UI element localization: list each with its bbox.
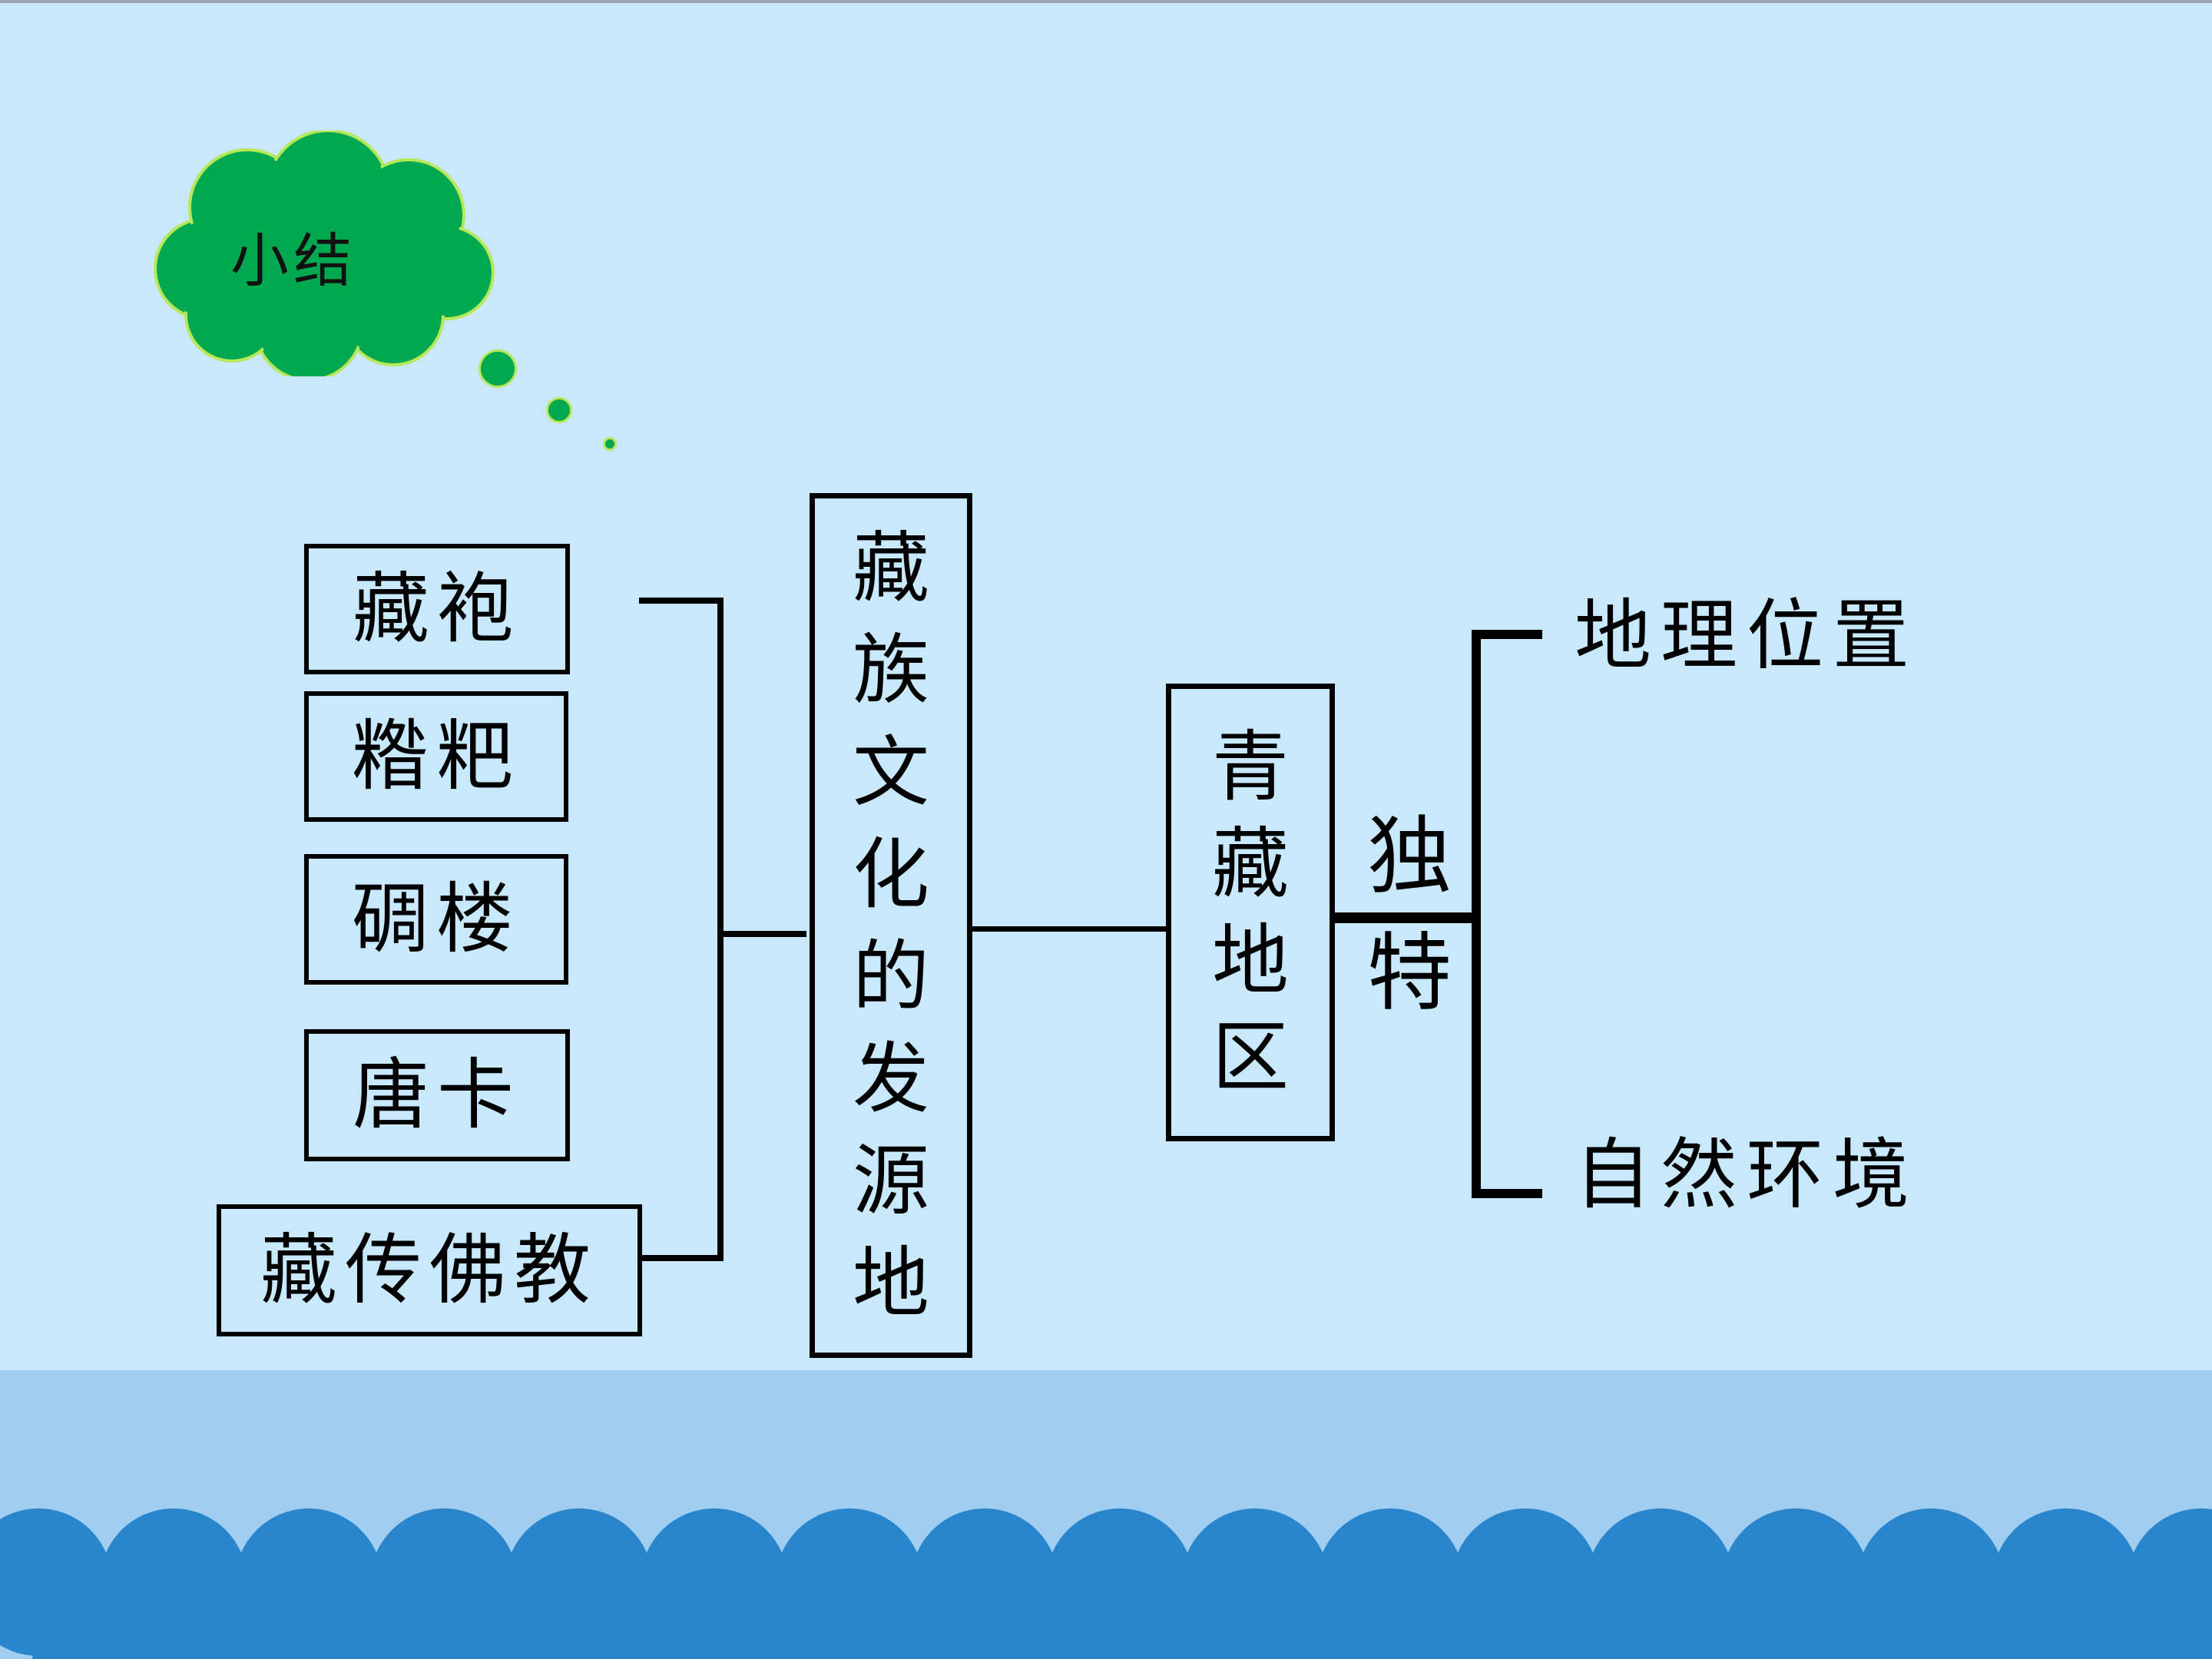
item-box-zangpao: 藏袍 [304,544,570,674]
region-char: 区 [1212,1012,1289,1102]
wave-scallop [303,1589,450,1659]
feature-char: 独 [1367,807,1452,906]
item-label: 藏传佛教 [260,1225,598,1315]
top-rule [0,0,2212,3]
right-label-geography: 地理位置 [1575,591,1919,680]
feature-char: 特 [1367,923,1452,1022]
wave-scallop [1519,1589,1667,1659]
thought-bubble-medium [546,397,572,423]
thought-bubble-small [603,437,617,451]
center-to-region-line [972,926,1169,932]
item-box-diaolou: 碉楼 [304,854,568,985]
wave-scallop [2060,1589,2207,1659]
wave-scallop [1384,1589,1532,1659]
right-bracket-bottom-tick [1472,1189,1542,1198]
wave-scallop [32,1589,180,1659]
wave-scallop [1925,1589,2072,1659]
wave-scallop [1249,1589,1396,1659]
item-box-buddhism: 藏传佛教 [217,1204,642,1336]
center-char: 文 [853,727,929,817]
right-bracket-top-tick [1472,630,1542,639]
center-char: 发 [853,1034,929,1124]
wave-pattern [0,1508,2212,1659]
wave-scallop [1654,1589,1802,1659]
center-char: 的 [853,932,929,1022]
region-char: 青 [1212,722,1289,812]
wave-scallop [438,1589,585,1659]
center-char: 化 [853,830,929,919]
item-label: 糌粑 [352,711,521,801]
wave-scallop [167,1589,315,1659]
bracket-top-tick [639,598,724,604]
center-char: 地 [853,1238,929,1328]
center-char: 族 [853,625,929,715]
region-box: 青 藏 地 区 [1166,684,1335,1141]
center-topic-box: 藏 族 文 化 的 发 源 地 [810,493,972,1358]
wave-scallop [708,1589,856,1659]
thought-bubble-large [478,349,517,388]
feature-label: 独 特 [1367,799,1452,1032]
item-label: 藏袍 [353,564,522,654]
wave-scallop [1114,1589,1261,1659]
thought-cloud [154,131,495,376]
region-char: 藏 [1212,819,1289,909]
wave-scallop [979,1589,1126,1659]
cloud-title: 小结 [230,227,356,295]
right-label-environment: 自然环境 [1575,1130,1919,1220]
item-label: 唐卡 [353,1050,522,1140]
item-label: 碉楼 [352,874,521,964]
bracket-bottom-tick [642,1255,724,1261]
center-char: 藏 [853,523,929,613]
center-char: 源 [853,1136,929,1226]
item-box-zanba: 糌粑 [304,691,568,822]
right-bracket-vertical [1472,630,1481,1198]
region-to-bracket-line [1335,912,1475,923]
bracket-to-center [717,931,806,937]
region-char: 地 [1212,916,1289,1005]
wave-scallop [573,1589,720,1659]
item-box-tangka: 唐卡 [304,1029,570,1161]
wave-scallop [2195,1615,2212,1659]
wave-scallop [843,1589,991,1659]
wave-scallop [1790,1589,1937,1659]
bracket-vertical [717,598,724,1261]
